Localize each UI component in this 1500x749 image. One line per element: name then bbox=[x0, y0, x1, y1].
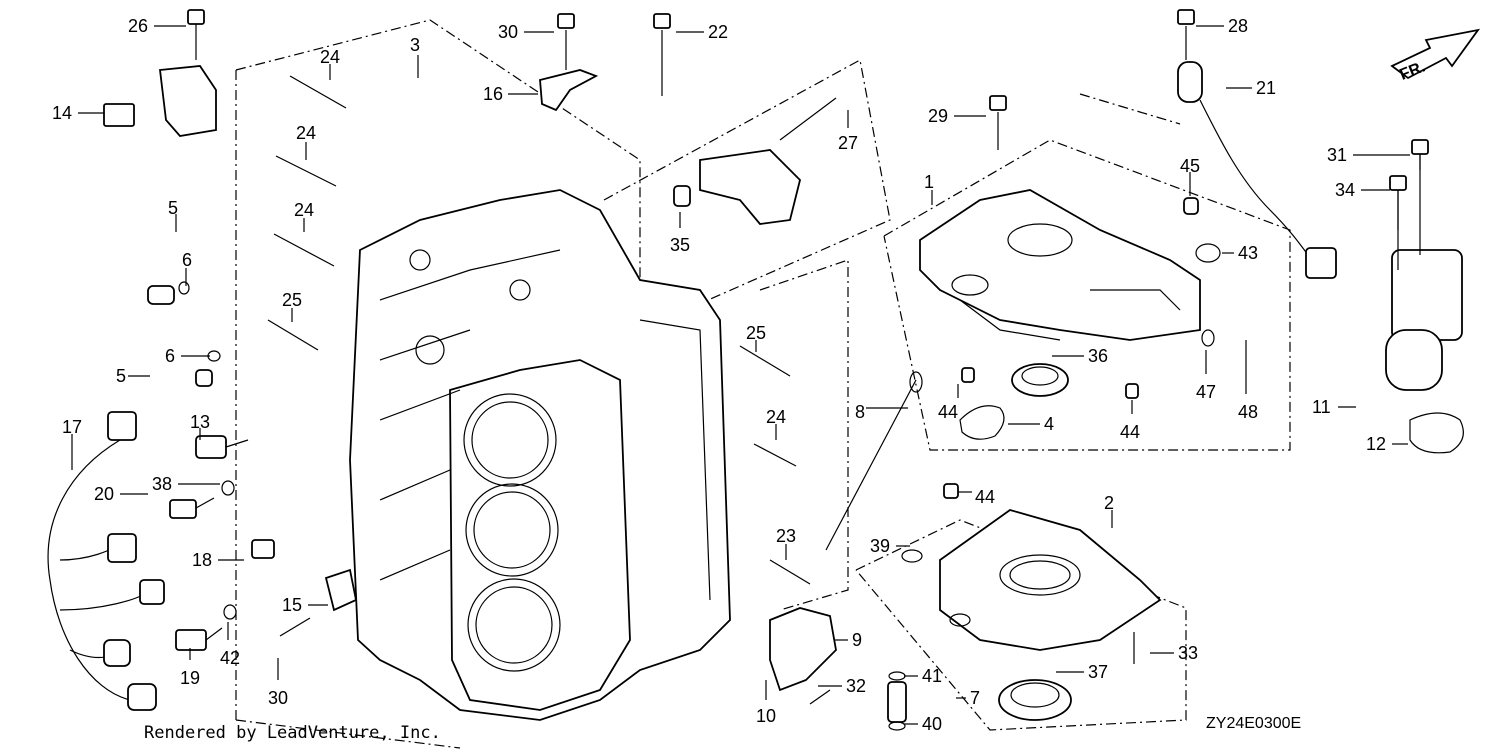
callout-44: 44 bbox=[938, 402, 958, 422]
callout-30: 30 bbox=[498, 22, 518, 42]
bolts bbox=[187, 9, 1429, 705]
callout-23: 23 bbox=[776, 526, 796, 546]
lower-cover bbox=[939, 509, 1162, 651]
callout-28: 28 bbox=[1228, 16, 1248, 36]
callout-25: 25 bbox=[282, 290, 302, 310]
callout-18: 18 bbox=[192, 550, 212, 570]
callout-6: 6 bbox=[165, 346, 175, 366]
callout-44: 44 bbox=[975, 487, 995, 507]
gaskets bbox=[901, 243, 1464, 563]
callout-47: 47 bbox=[1196, 382, 1216, 402]
callout-27: 27 bbox=[838, 133, 858, 153]
callout-19: 19 bbox=[180, 668, 200, 688]
dowels-washers bbox=[147, 185, 1215, 731]
oil-seals bbox=[998, 363, 1072, 721]
callout-12: 12 bbox=[1366, 434, 1386, 454]
callout-16: 16 bbox=[483, 84, 503, 104]
callout-15: 15 bbox=[282, 595, 302, 615]
callout-5: 5 bbox=[168, 198, 178, 218]
callout-39: 39 bbox=[870, 536, 890, 556]
sensor-assembly bbox=[1385, 150, 1463, 391]
callout-11: 11 bbox=[1312, 397, 1331, 417]
callout-4: 4 bbox=[1044, 414, 1054, 434]
brackets bbox=[103, 65, 837, 692]
wire-harness bbox=[47, 61, 1337, 711]
callout-31: 31 bbox=[1327, 145, 1347, 165]
callout-37: 37 bbox=[1088, 662, 1108, 682]
callout-29: 29 bbox=[928, 106, 948, 126]
dipstick bbox=[825, 371, 923, 551]
callout-14: 14 bbox=[52, 103, 72, 123]
callout-48: 48 bbox=[1238, 402, 1258, 422]
callout-25: 25 bbox=[746, 323, 766, 343]
callout-26: 26 bbox=[128, 16, 148, 36]
callout-43: 43 bbox=[1238, 243, 1258, 263]
callout-6: 6 bbox=[182, 250, 192, 270]
callout-36: 36 bbox=[1088, 346, 1108, 366]
callout-38: 38 bbox=[152, 474, 172, 494]
callout-1: 1 bbox=[924, 172, 934, 192]
part-code: ZY24E0300E bbox=[1206, 715, 1301, 732]
callout-5: 5 bbox=[116, 366, 126, 386]
callout-22: 22 bbox=[708, 22, 728, 42]
cylinder-block bbox=[349, 189, 731, 721]
callout-44: 44 bbox=[1120, 422, 1140, 442]
callout-42: 42 bbox=[220, 648, 240, 668]
callout-45: 45 bbox=[1180, 156, 1200, 176]
footer-credit: Rendered by LeadVenture, Inc. bbox=[144, 723, 441, 743]
side-cover-plate bbox=[919, 189, 1201, 341]
callout-13: 13 bbox=[190, 412, 210, 432]
callout-20: 20 bbox=[94, 484, 114, 504]
callout-30: 30 bbox=[268, 688, 288, 708]
callout-32: 32 bbox=[846, 676, 866, 696]
callout-8: 8 bbox=[855, 402, 865, 422]
callout-24: 24 bbox=[766, 407, 786, 427]
callout-41: 41 bbox=[922, 666, 942, 686]
callout-2: 2 bbox=[1104, 493, 1114, 513]
sensors bbox=[169, 435, 275, 651]
callout-33: 33 bbox=[1178, 643, 1198, 663]
callout-7: 7 bbox=[970, 688, 980, 708]
callout-24: 24 bbox=[320, 47, 340, 67]
callout-10: 10 bbox=[756, 706, 776, 726]
callout-leaders bbox=[71, 25, 1410, 725]
callout-3: 3 bbox=[410, 35, 420, 55]
callout-34: 34 bbox=[1335, 180, 1355, 200]
callout-21: 21 bbox=[1256, 78, 1276, 98]
front-arrow: FR. bbox=[1390, 28, 1481, 84]
callout-24: 24 bbox=[294, 200, 314, 220]
callout-9: 9 bbox=[852, 630, 862, 650]
callout-17: 17 bbox=[62, 417, 82, 437]
callout-24: 24 bbox=[296, 123, 316, 143]
callout-40: 40 bbox=[922, 714, 942, 734]
callout-35: 35 bbox=[670, 235, 690, 255]
